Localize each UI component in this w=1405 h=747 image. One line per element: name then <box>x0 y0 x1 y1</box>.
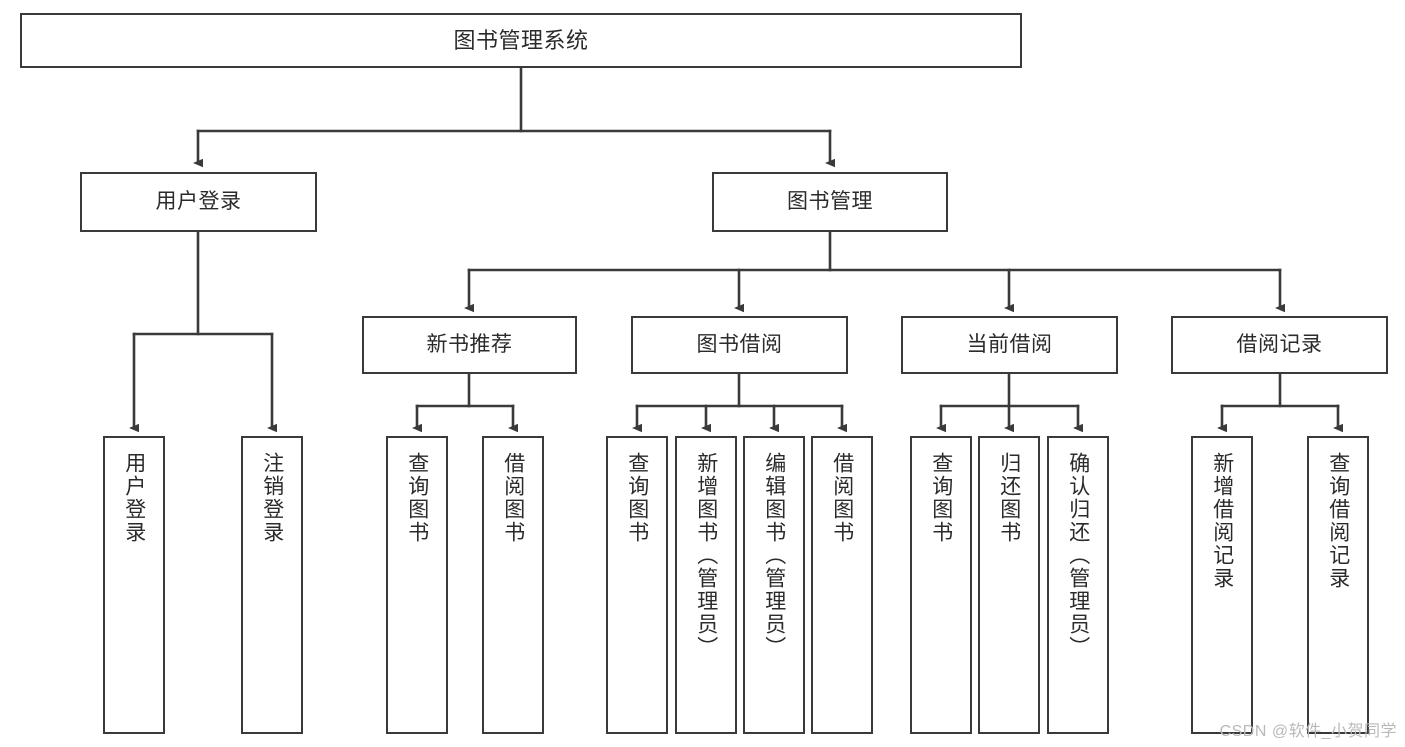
leaf-borrow-book-1[interactable]: 借阅图书 <box>482 436 544 734</box>
leaf-logout-login-label: 注销登录 <box>260 452 284 544</box>
leaf-return-book[interactable]: 归还图书 <box>978 436 1040 734</box>
leaf-add-record-label: 新增借阅记录 <box>1210 452 1234 590</box>
leaf-logout-login[interactable]: 注销登录 <box>241 436 303 734</box>
leaf-edit-book[interactable]: 编辑图书（管理员） <box>743 436 805 734</box>
node-book-borrow[interactable]: 图书借阅 <box>631 316 848 374</box>
node-user-login-label: 用户登录 <box>155 189 242 213</box>
leaf-add-book[interactable]: 新增图书（管理员） <box>675 436 737 734</box>
node-current-borrow-label: 当前借阅 <box>966 332 1053 356</box>
leaf-return-book-label: 归还图书 <box>997 452 1021 544</box>
leaf-query-book-2[interactable]: 查询图书 <box>606 436 668 734</box>
leaf-edit-book-label: 编辑图书（管理员） <box>762 452 786 659</box>
leaf-query-record[interactable]: 查询借阅记录 <box>1307 436 1369 734</box>
node-current-borrow[interactable]: 当前借阅 <box>901 316 1118 374</box>
node-book-borrow-label: 图书借阅 <box>696 332 783 356</box>
node-root-label: 图书管理系统 <box>453 27 589 53</box>
node-new-book-recommend[interactable]: 新书推荐 <box>362 316 577 374</box>
node-root-book-management-system[interactable]: 图书管理系统 <box>20 13 1022 68</box>
leaf-query-record-label: 查询借阅记录 <box>1326 452 1350 590</box>
leaf-query-book-2-label: 查询图书 <box>625 452 649 544</box>
leaf-user-login-label: 用户登录 <box>122 452 146 544</box>
node-book-manage[interactable]: 图书管理 <box>712 172 948 232</box>
node-new-book-recommend-label: 新书推荐 <box>426 332 513 356</box>
node-user-login[interactable]: 用户登录 <box>80 172 317 232</box>
leaf-borrow-book-1-label: 借阅图书 <box>501 452 525 544</box>
leaf-query-book-1[interactable]: 查询图书 <box>386 436 448 734</box>
leaf-confirm-return[interactable]: 确认归还（管理员） <box>1047 436 1109 734</box>
leaf-add-record[interactable]: 新增借阅记录 <box>1191 436 1253 734</box>
node-borrow-record[interactable]: 借阅记录 <box>1171 316 1388 374</box>
leaf-borrow-book-2-label: 借阅图书 <box>830 452 854 544</box>
leaf-query-book-3-label: 查询图书 <box>929 452 953 544</box>
leaf-borrow-book-2[interactable]: 借阅图书 <box>811 436 873 734</box>
node-book-manage-label: 图书管理 <box>787 189 873 213</box>
leaf-add-book-label: 新增图书（管理员） <box>694 452 718 659</box>
leaf-query-book-1-label: 查询图书 <box>405 452 429 544</box>
leaf-query-book-3[interactable]: 查询图书 <box>910 436 972 734</box>
leaf-confirm-return-label: 确认归还（管理员） <box>1066 452 1090 659</box>
leaf-user-login[interactable]: 用户登录 <box>103 436 165 734</box>
csdn-watermark: CSDN @软件_小贺同学 <box>1219 723 1397 740</box>
node-borrow-record-label: 借阅记录 <box>1236 332 1323 356</box>
